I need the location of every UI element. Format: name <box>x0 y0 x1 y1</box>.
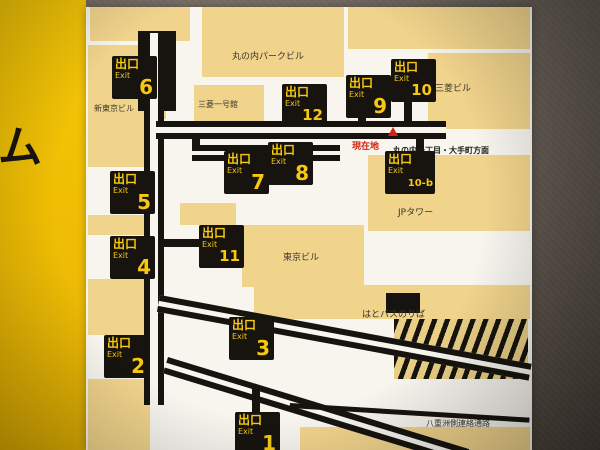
exit-box-11: 出口 Exit 11 <box>199 225 244 268</box>
exit-jp-label: 出口 <box>232 318 257 332</box>
exit-en-label: Exit <box>394 73 410 83</box>
building-block-left-d <box>88 379 150 450</box>
current-location-arrow-icon <box>388 127 398 136</box>
passage-stub-exit9 <box>358 113 366 123</box>
exit-jp-label: 出口 <box>271 143 296 157</box>
exit-box-4: 出口 Exit 4 <box>110 236 155 279</box>
exit-en-label: Exit <box>285 98 301 108</box>
exit-number: 10-b <box>407 178 433 189</box>
exit-jp-label: 出口 <box>394 60 419 74</box>
passage-stub-exit11 <box>162 239 200 247</box>
exit-en-label: Exit <box>113 185 129 195</box>
exit-box-6: 出口 Exit 6 <box>112 56 157 99</box>
exit-number: 9 <box>373 94 387 118</box>
exit-number: 3 <box>256 336 270 360</box>
building-label-tokyo-building: 東京ビル <box>283 253 320 263</box>
exit-en-label: Exit <box>202 239 218 249</box>
passage-stub-mid-link <box>192 133 200 147</box>
building-label-marunouchi-park: 丸の内パークビル <box>232 52 305 62</box>
sign-side-panel: ム <box>0 0 86 450</box>
exit-box-7: 出口 Exit 7 <box>224 151 269 194</box>
exit-number: 12 <box>302 106 323 124</box>
exit-box-12: 出口 Exit 12 <box>282 84 327 127</box>
building-label-mitsubishi: 三菱ビル <box>435 84 472 94</box>
exit-box-5: 出口 Exit 5 <box>110 171 155 214</box>
exit-en-label: Exit <box>227 165 243 175</box>
exit-number: 2 <box>131 354 145 378</box>
building-label-yaesu-passage: 八重洲側連絡通路 <box>426 419 490 428</box>
exit-jp-label: 出口 <box>115 57 140 71</box>
building-block-left-b <box>88 215 158 235</box>
building-label-jp-tower: JPタワー <box>398 208 434 218</box>
exit-en-label: Exit <box>349 89 365 99</box>
exit-box-10b: 出口 Exit 10-b <box>385 151 435 194</box>
exit-jp-label: 出口 <box>113 172 138 186</box>
exit-jp-label: 出口 <box>107 336 132 350</box>
exit-box-10: 出口 Exit 10 <box>391 59 436 102</box>
exit-number: 10 <box>411 81 432 99</box>
exit-en-label: Exit <box>238 426 254 436</box>
building-label-shin-tokyo: 新東京ビル <box>94 104 134 113</box>
exit-number: 5 <box>137 190 151 214</box>
building-label-mitsubishi-ichigokan: 三菱一号館 <box>198 100 238 109</box>
exit-en-label: Exit <box>388 165 404 175</box>
exit-number: 7 <box>251 170 265 194</box>
building-block-tokyo-building <box>242 225 364 287</box>
exit-number: 4 <box>137 255 151 279</box>
exit-box-1: 出口 Exit 1 <box>235 412 280 450</box>
direction-label: 丸の内一丁目・大手町方面 <box>393 146 489 155</box>
bus-stop-structure <box>386 293 420 313</box>
exit-en-label: Exit <box>232 331 248 341</box>
passage-stub-exit10 <box>404 99 412 123</box>
building-block-marunouchi-park <box>202 7 344 77</box>
exit-box-9: 出口 Exit 9 <box>346 75 391 118</box>
exit-jp-label: 出口 <box>227 152 252 166</box>
exit-box-8: 出口 Exit 8 <box>268 142 313 185</box>
current-location-label: 現在地 <box>352 142 380 152</box>
exit-jp-label: 出口 <box>285 85 310 99</box>
exit-jp-label: 出口 <box>113 237 138 251</box>
exit-box-2: 出口 Exit 2 <box>104 335 149 378</box>
building-block-center-small <box>180 203 236 225</box>
exit-en-label: Exit <box>107 349 123 359</box>
exit-jp-label: 出口 <box>202 226 227 240</box>
exit-box-3: 出口 Exit 3 <box>229 317 274 360</box>
exit-number: 8 <box>295 161 309 185</box>
passage-stub-exit1 <box>252 387 260 413</box>
exit-jp-label: 出口 <box>349 76 374 90</box>
exit-number: 11 <box>219 247 240 265</box>
building-label-hatobus: はとバスのりば <box>362 310 426 320</box>
exit-map-panel: 丸の内パークビル 三菱ビル 新東京ビル 三菱一号館 JPタワー 東京ビル はとバ… <box>86 7 532 450</box>
building-block-mitsubishi <box>428 53 530 129</box>
exit-number: 1 <box>262 431 276 450</box>
exit-en-label: Exit <box>115 70 131 80</box>
exit-jp-label: 出口 <box>238 413 263 427</box>
sign-side-text: ム <box>0 122 42 173</box>
exit-en-label: Exit <box>271 156 287 166</box>
building-block-top-right <box>348 7 530 49</box>
exit-number: 6 <box>139 75 153 99</box>
passage-stub-exit10b <box>416 137 424 153</box>
exit-en-label: Exit <box>113 250 129 260</box>
exit-jp-label: 出口 <box>388 152 413 166</box>
